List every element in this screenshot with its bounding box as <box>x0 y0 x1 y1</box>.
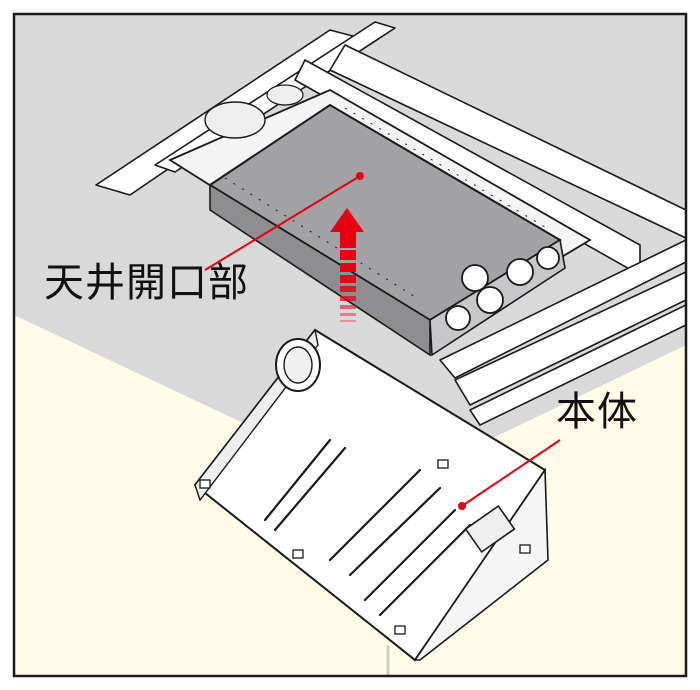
outer-frame <box>12 12 688 678</box>
upper-unit-side-front <box>209 183 431 357</box>
leader-lines <box>204 172 561 510</box>
ceiling-leader-line <box>204 175 361 271</box>
mounting-tabs <box>199 459 531 635</box>
terminal-block <box>464 504 516 554</box>
label-main-unit: 本体 <box>556 389 638 435</box>
lift-arrow <box>330 208 364 322</box>
unit-leader-line <box>461 439 561 507</box>
label-ceiling-opening: 天井開口部 <box>44 260 249 306</box>
duct-ports <box>445 246 560 331</box>
unit-leader-dot <box>458 502 466 510</box>
ceiling-leader-dot <box>356 172 364 180</box>
vent-slots <box>263 438 472 617</box>
duct-collar <box>204 101 266 139</box>
